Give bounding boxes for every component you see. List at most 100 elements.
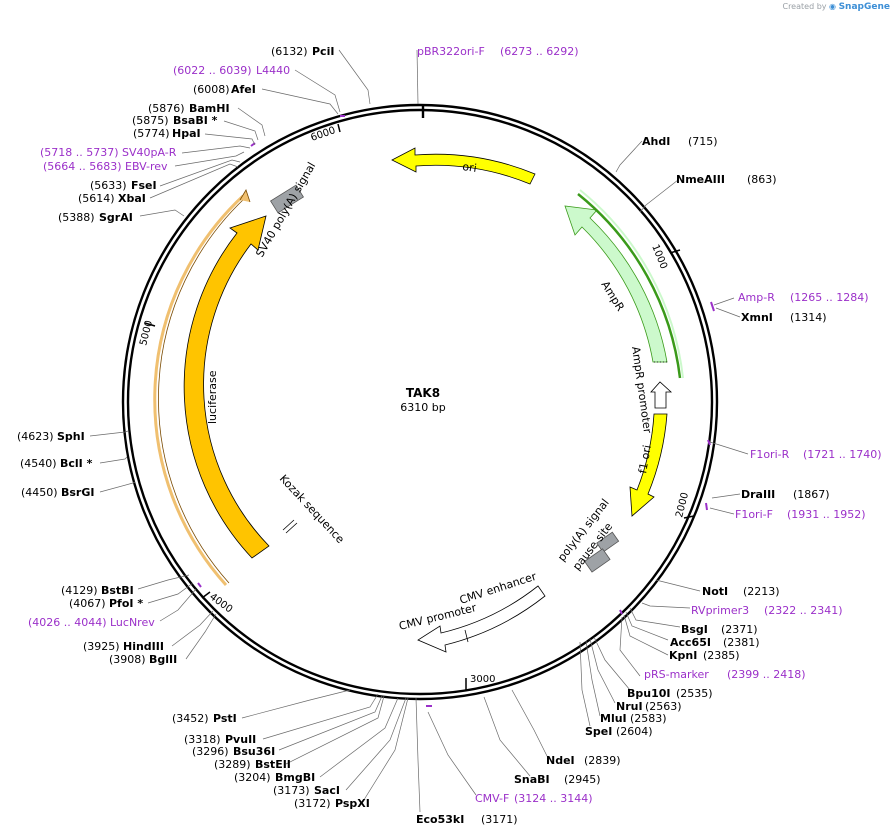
plasmid-size: 6310 bp <box>400 401 445 414</box>
svg-text:FseI: FseI <box>131 179 157 192</box>
svg-text:BmgBI: BmgBI <box>275 771 315 784</box>
site-pbr322orif[interactable]: pBR322ori-F (6273 .. 6292) <box>417 45 579 58</box>
site-hpai[interactable]: (5774) HpaI <box>133 127 201 140</box>
site-pcii[interactable]: (6132) PciI <box>271 45 334 58</box>
feature-label-ampr-promoter: AmpR promoter <box>629 346 654 435</box>
svg-text:(5774): (5774) <box>133 127 170 140</box>
svg-text:XmnI: XmnI <box>741 311 773 324</box>
svg-text:(2399 .. 2418): (2399 .. 2418) <box>727 668 806 681</box>
site-sv40pa[interactable]: (5718 .. 5737) SV40pA-R <box>40 146 177 159</box>
site-pspxi[interactable]: (3172) PspXI <box>294 797 370 810</box>
svg-text:(4026 .. 4044): (4026 .. 4044) <box>28 616 107 629</box>
svg-text:(2385): (2385) <box>703 649 740 662</box>
site-afei[interactable]: (6008) AfeI <box>193 83 256 96</box>
site-ahdi[interactable]: AhdI (715) <box>642 135 718 148</box>
site-prsmarker[interactable]: pRS-marker (2399 .. 2418) <box>644 668 806 681</box>
feature-polya-pause[interactable]: poly(A) signal pause site <box>555 496 620 573</box>
feature-label-luciferase: luciferase <box>206 370 219 424</box>
site-bsabi[interactable]: (5875) BsaBI * <box>132 114 218 127</box>
site-bsgi[interactable]: BsgI (2371) <box>681 623 758 636</box>
svg-text:L4440: L4440 <box>256 64 290 77</box>
site-draiii[interactable]: DraIII (1867) <box>741 488 830 501</box>
svg-text:pBR322ori-F: pBR322ori-F <box>417 45 485 58</box>
site-nmeaiii[interactable]: NmeAIII (863) <box>676 173 777 186</box>
credit-prefix: Created by <box>782 2 827 11</box>
site-pvuii[interactable]: (3318) PvuII <box>184 733 256 746</box>
site-fsei[interactable]: (5633) FseI <box>90 179 157 192</box>
site-bsrgi[interactable]: (4450) BsrGI <box>21 486 94 499</box>
site-lucnrev[interactable]: (4026 .. 4044) LucNrev <box>28 616 155 629</box>
svg-text:(1314): (1314) <box>790 311 827 324</box>
credit-brand: SnapGene <box>838 2 890 12</box>
tick-label: 3000 <box>470 674 495 685</box>
site-ndei[interactable]: NdeI (2839) <box>546 754 621 767</box>
svg-text:(5875): (5875) <box>132 114 169 127</box>
tick-label: 5000 <box>138 319 155 346</box>
svg-text:PfoI *: PfoI * <box>109 597 143 610</box>
svg-text:BstBI: BstBI <box>101 584 134 597</box>
svg-text:(3204): (3204) <box>234 771 271 784</box>
luc-outline-arc-inner <box>158 197 246 584</box>
site-rvprimer3[interactable]: RVprimer3 (2322 .. 2341) <box>691 604 843 617</box>
feature-luciferase[interactable]: luciferase <box>183 215 270 559</box>
svg-text:BsgI: BsgI <box>681 623 708 636</box>
svg-text:(4067): (4067) <box>69 597 106 610</box>
feature-ori[interactable]: ori <box>391 147 536 185</box>
svg-text:BsaBI *: BsaBI * <box>173 114 218 127</box>
tick-label: 1000 <box>649 243 669 271</box>
site-cmvf[interactable]: CMV-F (3124 .. 3144) <box>475 792 593 805</box>
svg-text:RVprimer3: RVprimer3 <box>691 604 749 617</box>
site-f1orir[interactable]: F1ori-R (1721 .. 1740) <box>750 448 882 461</box>
site-xmni[interactable]: XmnI (1314) <box>741 311 827 324</box>
feature-cmv[interactable]: CMV enhancer CMV promoter <box>398 570 546 653</box>
site-bmgbi[interactable]: (3204) BmgBI <box>234 771 315 784</box>
site-labels: (6132) PciI (6022 .. 6039) L4440 (6008) … <box>17 45 882 826</box>
site-noti[interactable]: NotI (2213) <box>702 585 780 598</box>
site-sgrai[interactable]: (5388) SgrAI <box>58 211 133 224</box>
site-amprprimer[interactable]: Amp-R (1265 .. 1284) <box>738 291 869 304</box>
site-spei[interactable]: SpeI (2604) <box>585 725 653 738</box>
feature-kozak[interactable]: Kozak sequence <box>277 472 347 546</box>
site-acc65i[interactable]: Acc65I (2381) <box>670 636 760 649</box>
site-bsu36i[interactable]: (3296) Bsu36I <box>192 745 275 758</box>
site-eco53ki[interactable]: Eco53kI (3171) <box>416 813 518 826</box>
site-bamhi[interactable]: (5876) BamHI <box>148 102 230 115</box>
site-ebvrev[interactable]: (5664 .. 5683) EBV-rev <box>43 160 168 173</box>
site-pfoi[interactable]: (4067) PfoI * <box>69 597 143 610</box>
site-l4440[interactable]: (6022 .. 6039) L4440 <box>173 64 290 77</box>
site-snabi[interactable]: SnaBI (2945) <box>514 773 601 786</box>
svg-text:KpnI: KpnI <box>669 649 697 662</box>
svg-text:(3318): (3318) <box>184 733 221 746</box>
svg-text:(5718 .. 5737): (5718 .. 5737) <box>40 146 119 159</box>
svg-text:(5614): (5614) <box>78 192 115 205</box>
svg-text:(3452): (3452) <box>172 712 209 725</box>
site-bpu10i[interactable]: Bpu10I (2535) <box>627 687 713 700</box>
svg-text:(4540): (4540) <box>20 457 57 470</box>
site-bcli[interactable]: (4540) BclI * <box>20 457 93 470</box>
site-f1orif[interactable]: F1ori-F (1931 .. 1952) <box>735 508 866 521</box>
site-nrui[interactable]: NruI (2563) <box>616 700 682 713</box>
site-sphi[interactable]: (4623) SphI <box>17 430 85 443</box>
site-kpni[interactable]: KpnI (2385) <box>669 649 740 662</box>
svg-text:(863): (863) <box>747 173 777 186</box>
svg-text:(3171): (3171) <box>481 813 518 826</box>
svg-text:(2371): (2371) <box>721 623 758 636</box>
svg-text:(3124 .. 3144): (3124 .. 3144) <box>514 792 593 805</box>
site-mlui[interactable]: MluI (2583) <box>600 712 667 725</box>
svg-text:BamHI: BamHI <box>189 102 230 115</box>
feature-sv40[interactable]: SV40 poly(A) signal <box>253 160 318 260</box>
feature-f1-ori[interactable]: f1 ori <box>629 413 668 517</box>
svg-text:MluI: MluI <box>600 712 627 725</box>
svg-text:(3908): (3908) <box>109 653 146 666</box>
site-saci[interactable]: (3173) SacI <box>273 784 340 797</box>
site-bstbi[interactable]: (4129) BstBI <box>61 584 134 597</box>
svg-text:(3289): (3289) <box>214 758 251 771</box>
site-bglii[interactable]: (3908) BglII <box>109 653 177 666</box>
site-bsteii[interactable]: (3289) BstEII <box>214 758 291 771</box>
site-hindiii[interactable]: (3925) HindIII <box>83 640 164 653</box>
ampr-outline-arc <box>577 193 682 379</box>
site-psti[interactable]: (3452) PstI <box>172 712 237 725</box>
svg-text:PciI: PciI <box>312 45 334 58</box>
site-xbai[interactable]: (5614) XbaI <box>78 192 146 205</box>
svg-text:(4623): (4623) <box>17 430 54 443</box>
